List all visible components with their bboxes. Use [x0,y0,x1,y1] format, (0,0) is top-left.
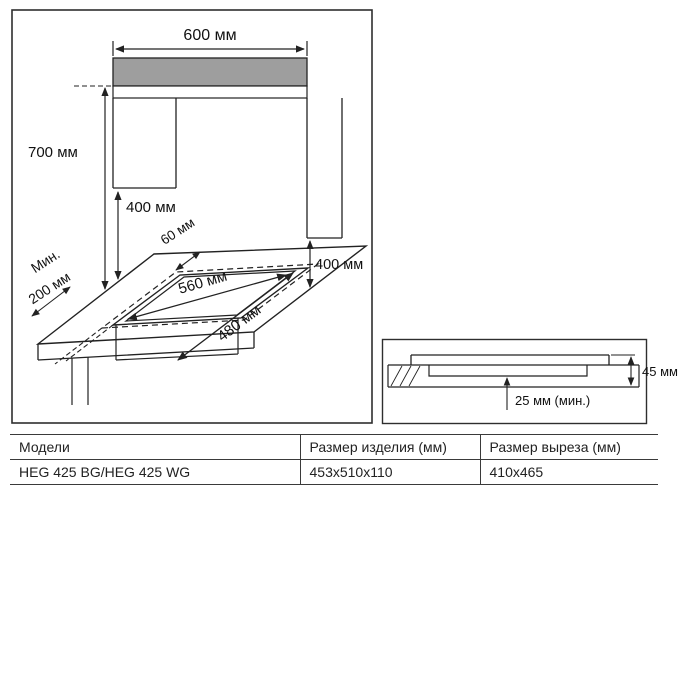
dim-45-label: 45 мм [642,364,678,379]
spec-table-header-row: Модели Размер изделия (мм) Размер выреза… [10,434,658,460]
worktop-section-profile [387,364,640,388]
section-diagram: 45 мм 25 мм (мин.) [381,338,678,425]
hob-tub-profile [428,365,588,377]
hood-panel-bottom-strip [112,85,308,99]
spec-header-cutout-size: Размер выреза (мм) [479,434,658,460]
dim-60-label: 60 мм [158,215,197,248]
section-border [381,338,648,425]
spec-cell-cutout-size: 410x465 [479,459,658,485]
dim-45-ext-lines [611,354,639,388]
worktop-hatch [390,365,421,387]
diagram-border [11,9,373,424]
dim-600-label: 600 мм [183,27,236,44]
left-wall-cabinet [112,98,177,189]
dim-400-left-label: 400 мм [126,199,176,216]
base-cabinet-lines [71,357,89,405]
spec-cell-product-size: 453x510x110 [299,459,480,485]
spec-table: Модели Размер изделия (мм) Размер выреза… [10,434,658,485]
dim-min200-label-line2: 200 мм [25,268,73,307]
spec-header-models: Модели [10,434,300,460]
dim-480-arrow [177,272,294,361]
dim-min200-arrow [31,286,71,317]
dim-25-label: 25 мм (мин.) [515,393,590,408]
dim-400-right-label: 400 мм [315,257,363,273]
dim-60-arrow [175,251,201,271]
hood-panel [112,57,308,87]
dim-600 [112,41,308,56]
dim-min200-label-line1: Мин. [28,246,63,276]
cutout-extension-dashed [54,324,114,365]
spec-table-row: HEG 425 BG/HEG 425 WG 453x510x110 410x46… [10,459,658,485]
spec-header-product-size: Размер изделия (мм) [299,434,480,460]
right-wall-cabinet [306,98,343,239]
dim-700-label: 700 мм [28,144,78,161]
hob-top-profile [410,354,610,365]
spec-cell-model: HEG 425 BG/HEG 425 WG [10,459,300,485]
installation-diagram: 600 мм 700 мм 400 мм 400 мм 560 мм 480 м… [11,9,373,424]
